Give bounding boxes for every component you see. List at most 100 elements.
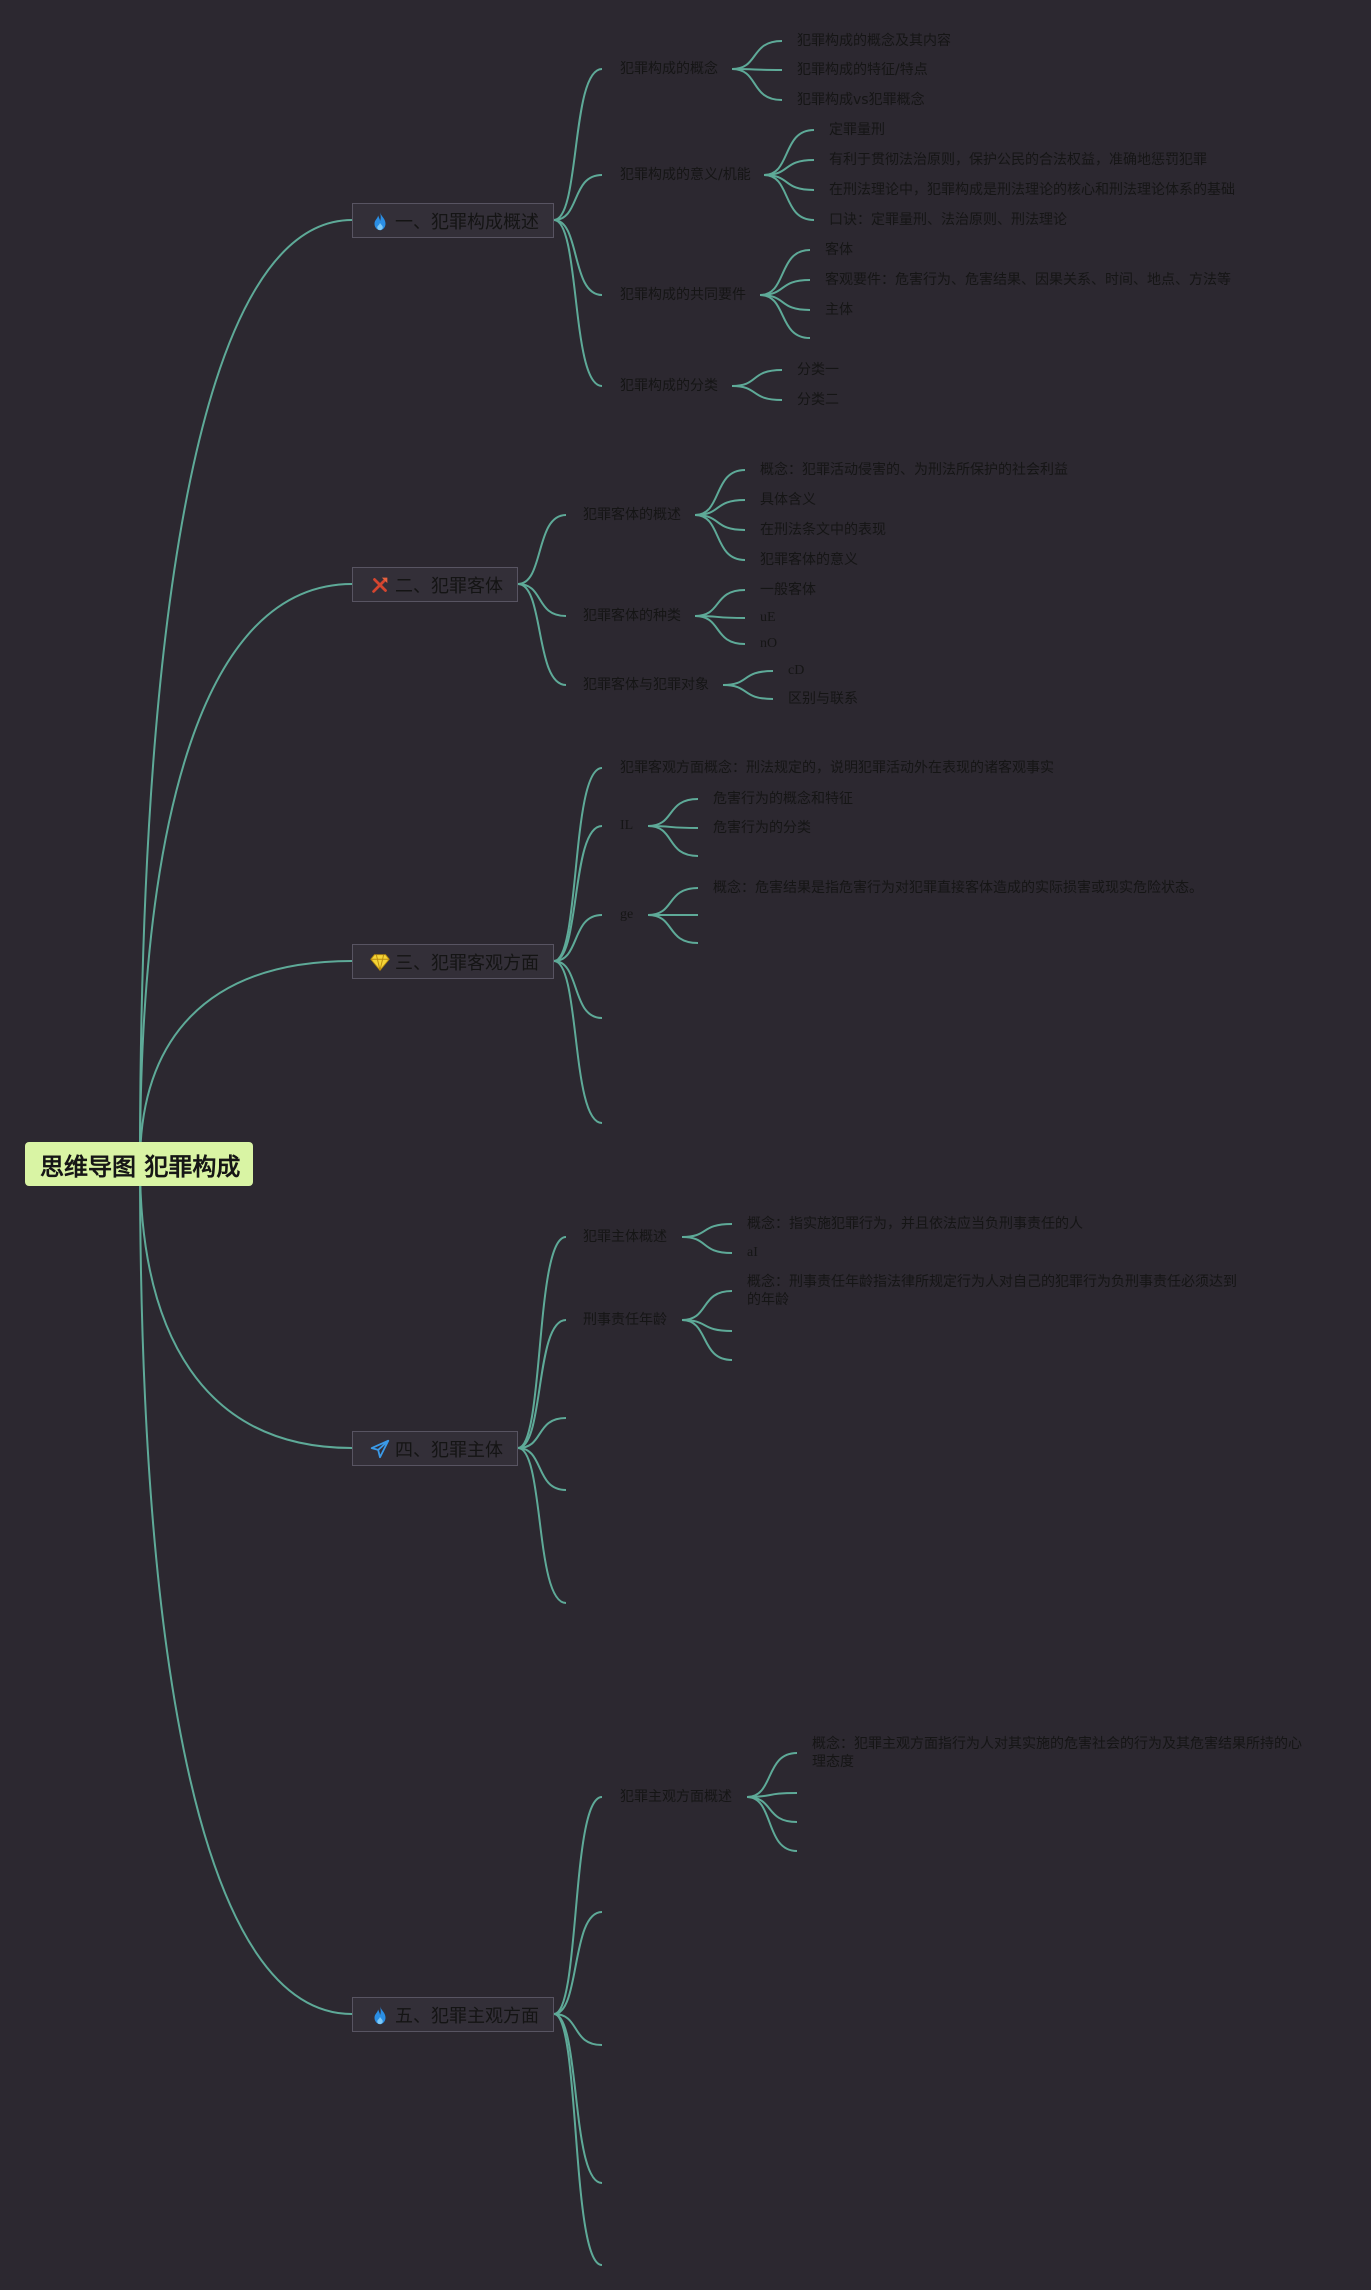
leaf-3-2-2[interactable]: 危害行为的分类 [713,820,811,836]
edge-5-2 [553,1911,603,2015]
leaf-2-2-2[interactable]: uE [760,610,776,625]
branch-topic-3[interactable]: 三、犯罪客观方面 [352,944,554,979]
root-edge-5 [139,1163,353,2015]
leaf-edge-2-1-4 [694,514,746,561]
branch-label: 五、犯罪主观方面 [395,2005,539,2027]
leaf-1-1-1[interactable]: 犯罪构成的概念及其内容 [797,33,951,49]
leaf-edge-3-2-1 [647,798,699,827]
leaf-2-1-2[interactable]: 具体含义 [760,492,816,508]
leaf-1-4-1[interactable]: 分类一 [797,362,839,378]
leaf-1-3-2[interactable]: 客观要件：危害行为、危害结果、因果关系、时间、地点、方法等 [825,272,1231,288]
leaf-edge-1-3-2 [759,279,811,296]
branch-label: 二、犯罪客体 [395,575,503,597]
root-edge-1 [139,219,353,1165]
subtopic-4-2[interactable]: 刑事责任年龄 [583,1312,667,1328]
edge-2-2 [517,583,567,617]
edge-5-4 [553,2013,603,2184]
leaf-1-2-1[interactable]: 定罪量刑 [829,122,885,138]
leaf-edge-5-1-3 [746,1796,798,1823]
crossed-tools-icon [369,574,391,596]
branch-label: 四、犯罪主体 [395,1439,503,1461]
fire-icon [369,2004,391,2026]
subtopic-2-3[interactable]: 犯罪客体与犯罪对象 [583,677,709,693]
edge-5-1 [553,1796,603,2015]
leaf-2-2-3[interactable]: nO [760,636,778,651]
subtopic-1-1[interactable]: 犯罪构成的概念 [620,61,718,77]
root-edge-3 [139,960,353,1165]
leaf-edge-1-2-4 [763,174,815,221]
edge-4-2 [517,1319,567,1449]
root-topic[interactable]: 思维导图 犯罪构成 [25,1142,253,1186]
leaf-edge-1-1-2 [731,68,783,71]
subtopic-2-2[interactable]: 犯罪客体的种类 [583,608,681,624]
leaf-4-1-2[interactable]: aI [747,1245,758,1260]
leaf-edge-1-1-3 [731,68,783,101]
leaf-2-1-4[interactable]: 犯罪客体的意义 [760,552,858,568]
leaf-edge-2-3-1 [722,670,774,686]
edge-1-3 [553,219,603,296]
subtopic-1-3[interactable]: 犯罪构成的共同要件 [620,287,746,303]
leaf-edge-2-2-1 [694,589,746,617]
leaf-2-3-2[interactable]: 区别与联系 [788,691,858,707]
diamond-icon [369,951,391,973]
leaf-4-1-1[interactable]: 概念：指实施犯罪行为，并且依法应当负刑事责任的人 [747,1216,1083,1232]
subtopic-2-1[interactable]: 犯罪客体的概述 [583,507,681,523]
leaf-edge-4-1-2 [681,1236,733,1254]
edge-1-4 [553,219,603,387]
leaf-edge-2-3-2 [722,684,774,700]
subtopic-4-1[interactable]: 犯罪主体概述 [583,1229,667,1245]
edge-4-5 [517,1447,567,1604]
leaf-4-2-1[interactable]: 概念：刑事责任年龄指法律所规定行为人对自己的犯罪行为负刑事责任必须达到的年龄 [747,1274,1237,1308]
branch-label: 一、犯罪构成概述 [395,211,539,233]
leaf-edge-2-1-2 [694,499,746,516]
branch-topic-5[interactable]: 五、犯罪主观方面 [352,1997,554,2032]
leaf-edge-1-4-2 [731,385,783,401]
edge-1-2 [553,174,603,221]
subtopic-5-1[interactable]: 犯罪主观方面概述 [620,1789,732,1805]
root-edge-4 [139,1163,353,1449]
leaf-edge-5-1-4 [746,1796,798,1852]
subtopic-1-2[interactable]: 犯罪构成的意义/机能 [620,167,751,183]
leaf-1-2-3[interactable]: 在刑法理论中，犯罪构成是刑法理论的核心和刑法理论体系的基础 [829,182,1235,198]
leaf-edge-5-1-1 [746,1752,798,1798]
leaf-edge-1-4-1 [731,369,783,387]
leaf-edge-2-1-1 [694,469,746,516]
edge-3-1 [553,767,603,962]
leaf-1-1-2[interactable]: 犯罪构成的特征/特点 [797,62,928,78]
subtopic-1-4[interactable]: 犯罪构成的分类 [620,378,718,394]
leaf-edge-2-2-2 [694,615,746,619]
leaf-1-4-2[interactable]: 分类二 [797,392,839,408]
leaf-edge-3-2-2 [647,825,699,829]
leaf-edge-1-2-2 [763,159,815,176]
branch-topic-2[interactable]: 二、犯罪客体 [352,567,518,602]
subtopic-3-3[interactable]: ge [620,907,634,922]
leaf-3-3-1[interactable]: 概念：危害结果是指危害行为对犯罪直接客体造成的实际损害或现实危险状态。 [713,880,1203,896]
leaf-2-2-1[interactable]: 一般客体 [760,582,816,598]
leaf-2-1-1[interactable]: 概念：犯罪活动侵害的、为刑法所保护的社会利益 [760,462,1068,478]
subtopic-3-1[interactable]: 犯罪客观方面概念：刑法规定的，说明犯罪活动外在表现的诸客观事实 [620,760,1054,776]
leaf-1-3-1[interactable]: 客体 [825,242,853,258]
leaf-edge-4-2-1 [681,1290,733,1321]
edge-5-5 [553,2013,603,2266]
leaf-3-2-1[interactable]: 危害行为的概念和特征 [713,791,853,807]
edge-3-3 [553,914,603,962]
leaf-5-1-1[interactable]: 概念：犯罪主观方面指行为人对其实施的危害社会的行为及其危害结果所持的心理态度 [812,1736,1302,1770]
leaf-1-3-3[interactable]: 主体 [825,302,853,318]
edge-3-4 [553,960,603,1019]
leaf-edge-5-1-2 [746,1792,798,1798]
leaf-2-3-1[interactable]: cD [788,663,805,678]
leaf-edge-2-1-3 [694,514,746,531]
edge-2-3 [517,583,567,686]
subtopic-3-2[interactable]: IL [620,818,634,833]
leaf-1-2-4[interactable]: 口诀：定罪量刑、法治原则、刑法理论 [829,212,1067,228]
leaf-1-2-2[interactable]: 有利于贯彻法治原则，保护公民的合法权益，准确地惩罚犯罪 [829,152,1207,168]
edge-3-5 [553,960,603,1124]
branch-topic-4[interactable]: 四、犯罪主体 [352,1431,518,1466]
leaf-edge-1-1-1 [731,40,783,70]
leaf-1-1-3[interactable]: 犯罪构成vs犯罪概念 [797,92,925,108]
branch-topic-1[interactable]: 一、犯罪构成概述 [352,203,554,238]
leaf-edge-2-2-3 [694,615,746,645]
leaf-2-1-3[interactable]: 在刑法条文中的表现 [760,522,886,538]
edge-5-3 [553,2013,603,2046]
